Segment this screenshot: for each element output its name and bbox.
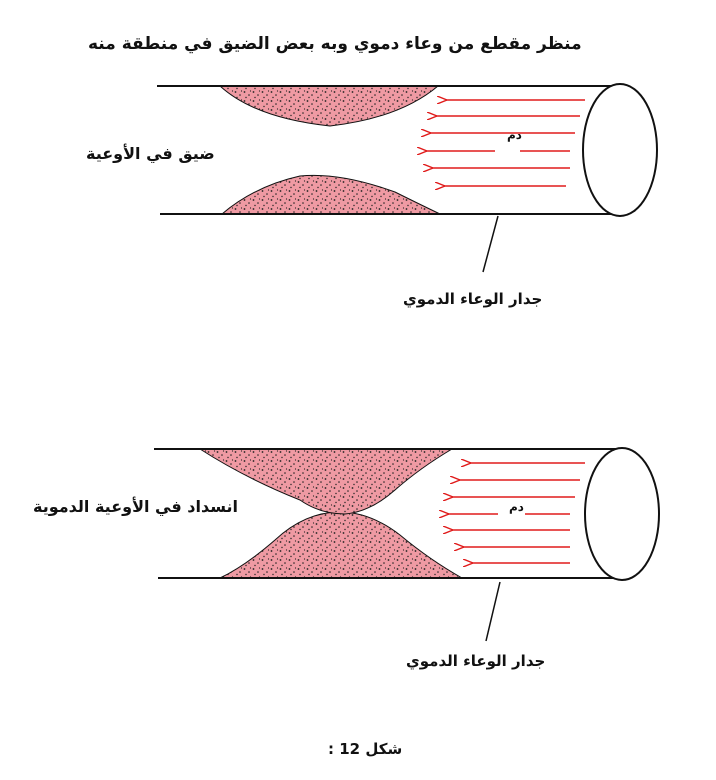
blockage-label: انسداد في الأوعية الدموية xyxy=(33,497,238,516)
vessel-blockage xyxy=(154,448,659,641)
plaque-bottom xyxy=(222,175,440,214)
blood-label-2: دم xyxy=(509,500,524,514)
blood-label: دم xyxy=(507,128,522,142)
vessel-wall-label-2: جدار الوعاء الدموي xyxy=(406,652,545,670)
vessel-opening xyxy=(583,84,657,216)
vessel-narrowing xyxy=(157,84,657,272)
diagram-title: منظر مقطع من وعاء دموي وبه بعض الضيق في … xyxy=(88,34,582,54)
blood-flow-arrows xyxy=(426,100,585,186)
wall-pointer-line-2 xyxy=(486,582,500,641)
vessel-wall-label: جدار الوعاء الدموي xyxy=(403,290,542,308)
wall-pointer-line xyxy=(483,216,498,272)
plaque-top xyxy=(220,86,438,126)
vessel-opening-2 xyxy=(585,448,659,580)
narrowing-label: ضيق في الأوعية xyxy=(86,144,215,163)
figure-caption: شكل 12 : xyxy=(328,740,402,758)
plaque-bottom-2 xyxy=(220,512,462,578)
